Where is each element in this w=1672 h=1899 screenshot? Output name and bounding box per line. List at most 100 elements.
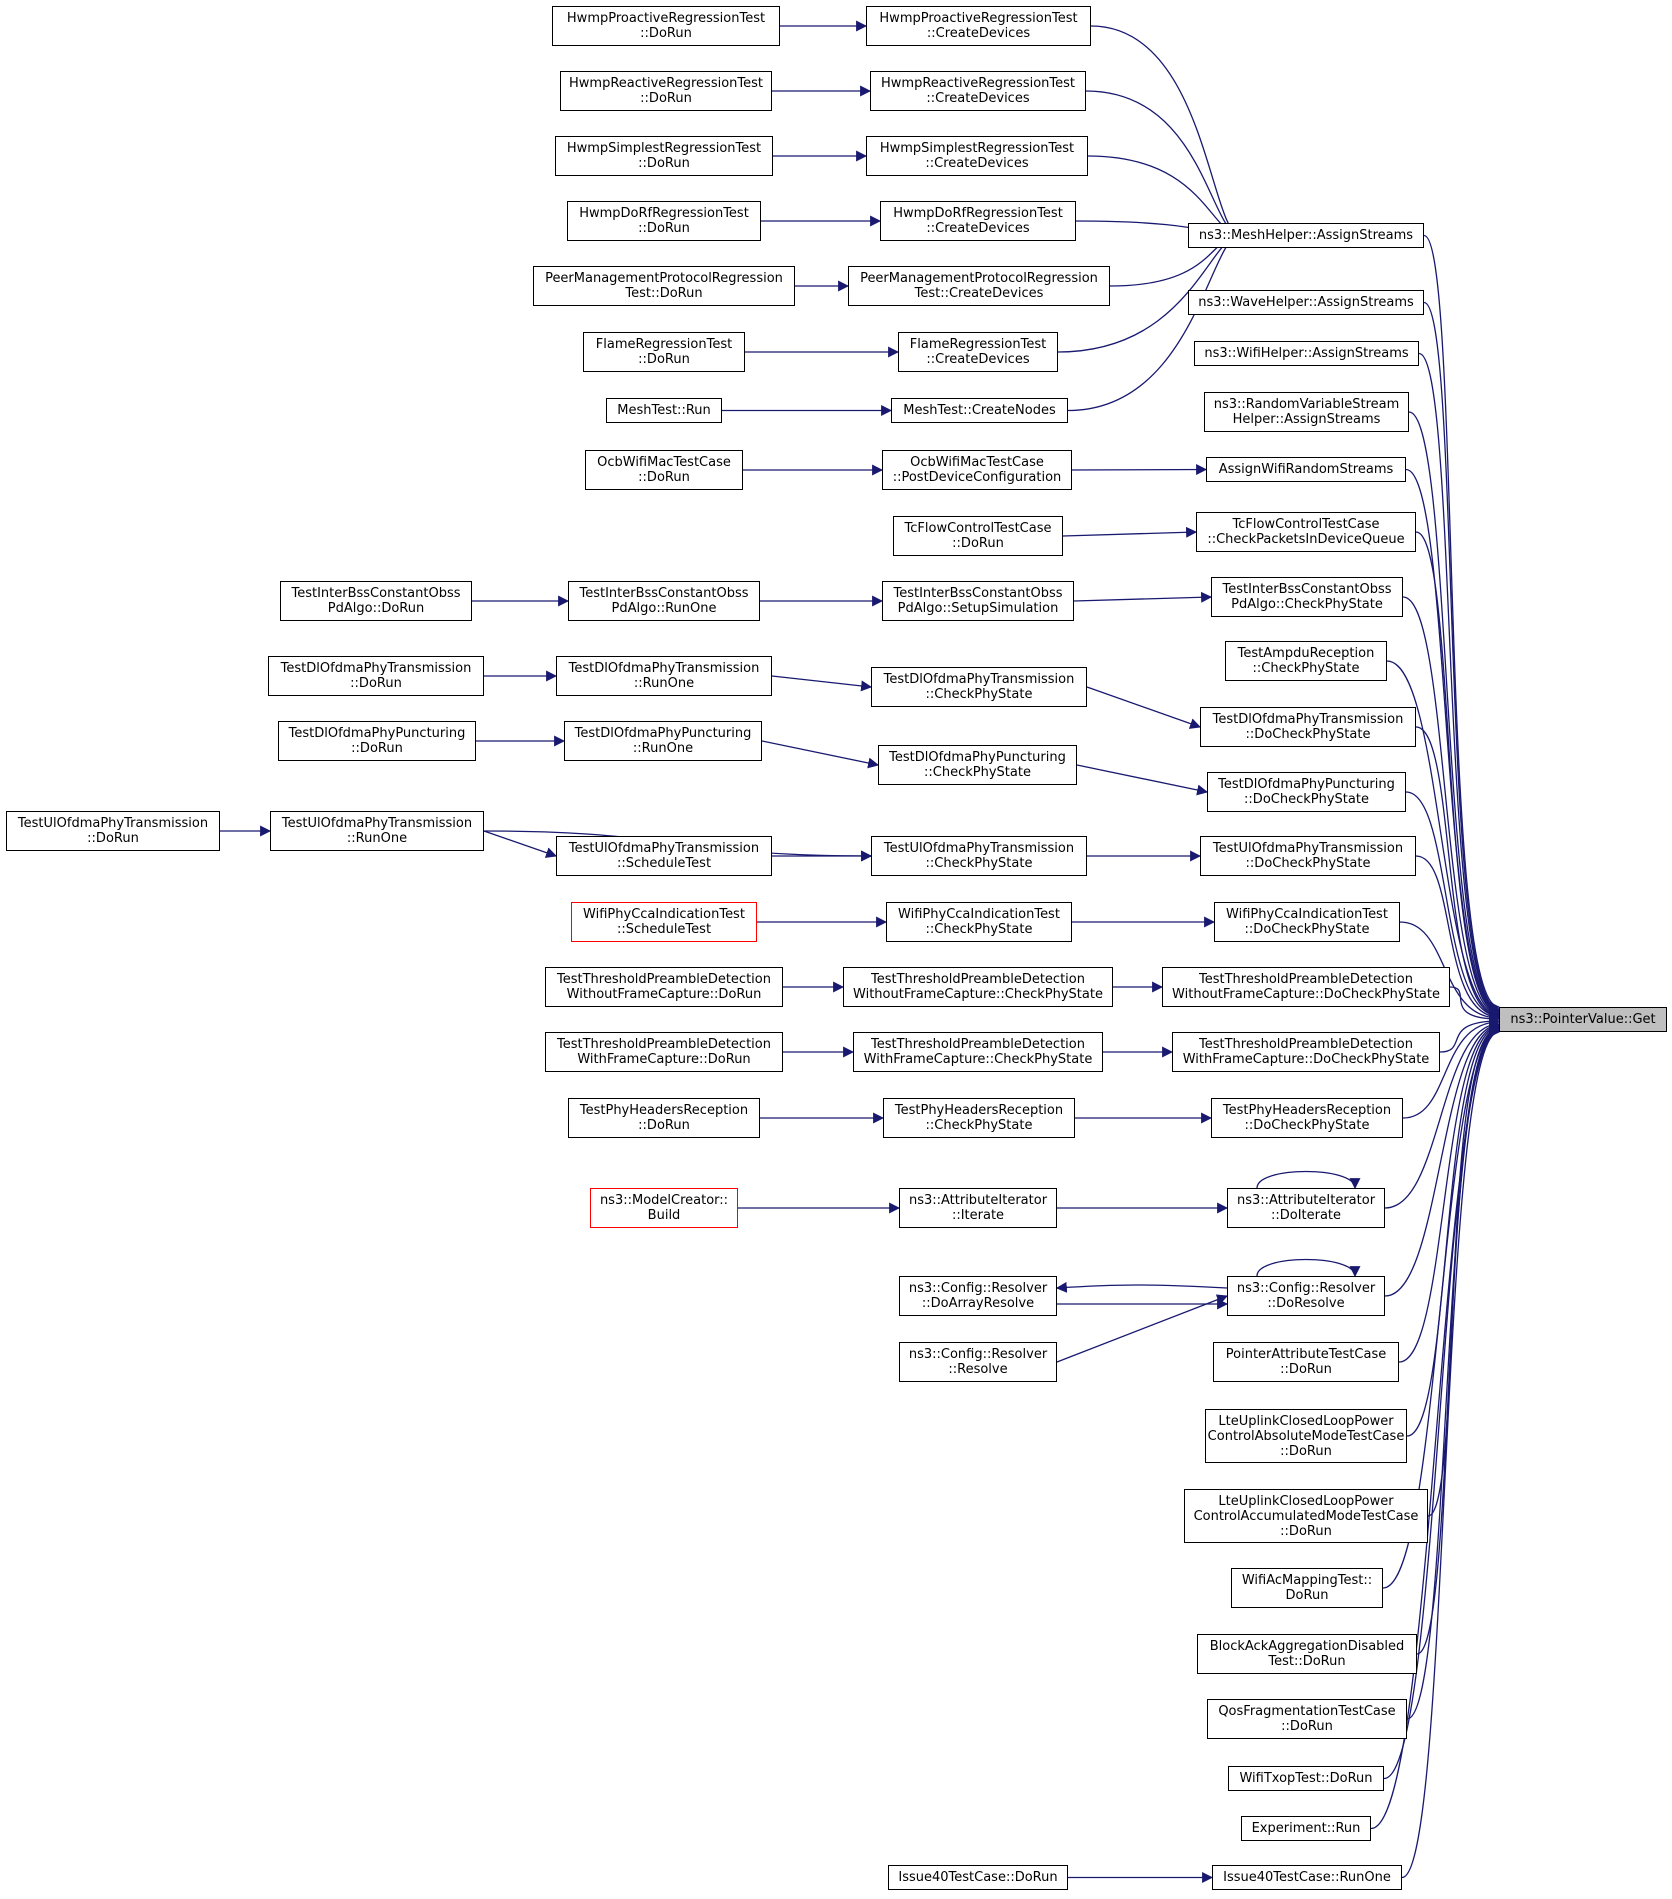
node-hdr-cd[interactable]: HwmpDoRfRegressionTest::CreateDevices bbox=[880, 201, 1076, 241]
node-tph-cps[interactable]: TestPhyHeadersReception::CheckPhyState bbox=[883, 1098, 1075, 1138]
node-i40-dorun[interactable]: Issue40TestCase::DoRun bbox=[888, 1865, 1068, 1890]
node-label-line: ns3::AttributeIterator bbox=[908, 1193, 1048, 1208]
edge-wave_as-to-pv-get bbox=[1423, 301, 1501, 1015]
edge-ai-doiter-self bbox=[1256, 1170, 1361, 1190]
node-tul-dorun[interactable]: TestUlOfdmaPhyTransmission::DoRun bbox=[6, 811, 220, 851]
node-hsr-cd[interactable]: HwmpSimplestRegressionTest::CreateDevice… bbox=[866, 136, 1088, 176]
node-tph-dcps[interactable]: TestPhyHeadersReception::DoCheckPhyState bbox=[1211, 1098, 1403, 1138]
node-label-line: ::DoRun bbox=[1281, 1719, 1333, 1734]
node-ocb-pdc[interactable]: OcbWifiMacTestCase::PostDeviceConfigurat… bbox=[882, 450, 1072, 490]
node-cr-res[interactable]: ns3::Config::Resolver::Resolve bbox=[899, 1342, 1057, 1382]
node-exp[interactable]: Experiment::Run bbox=[1241, 1816, 1371, 1841]
node-label-line: ns3::Config::Resolver bbox=[908, 1281, 1048, 1296]
node-tdl-cps[interactable]: TestDlOfdmaPhyTransmission::CheckPhyStat… bbox=[871, 667, 1087, 707]
node-mc-build[interactable]: ns3::ModelCreator::Build bbox=[590, 1188, 738, 1228]
node-label-line: TestUlOfdmaPhyTransmission bbox=[1212, 841, 1404, 856]
node-label-line: ::DoCheckPhyState bbox=[1244, 922, 1370, 937]
node-ai-iter[interactable]: ns3::AttributeIterator::Iterate bbox=[899, 1188, 1057, 1228]
node-label-line: ::DoRun bbox=[350, 676, 402, 691]
edge-cr-dores-to-cr-dar bbox=[1055, 1281, 1228, 1293]
node-label-line: HwmpReactiveRegressionTest bbox=[569, 76, 763, 91]
node-patc[interactable]: PointerAttributeTestCase::DoRun bbox=[1213, 1342, 1399, 1382]
node-tdp-runone[interactable]: TestDlOfdmaPhyPuncturing::RunOne bbox=[564, 721, 762, 761]
node-label-line: ::CheckPhyState bbox=[925, 922, 1033, 937]
node-wam[interactable]: WifiAcMappingTest::DoRun bbox=[1231, 1568, 1383, 1608]
node-tdl-runone[interactable]: TestDlOfdmaPhyTransmission::RunOne bbox=[556, 656, 772, 696]
edge-mesh_as-to-pv-get bbox=[1423, 234, 1501, 1013]
node-wcca-st[interactable]: WifiPhyCcaIndicationTest::ScheduleTest bbox=[571, 902, 757, 942]
node-wcca-dcps[interactable]: WifiPhyCcaIndicationTest::DoCheckPhyStat… bbox=[1214, 902, 1400, 942]
node-tcf-dorun[interactable]: TcFlowControlTestCase::DoRun bbox=[893, 516, 1063, 556]
node-hsr-dorun[interactable]: HwmpSimplestRegressionTest::DoRun bbox=[555, 136, 773, 176]
node-label-line: ::Iterate bbox=[951, 1208, 1005, 1223]
node-mt-cn[interactable]: MeshTest::CreateNodes bbox=[891, 398, 1068, 423]
node-qft[interactable]: QosFragmentationTestCase::DoRun bbox=[1207, 1699, 1407, 1739]
node-label-line: TestDlOfdmaPhyTransmission bbox=[280, 661, 472, 676]
edge-qft-to-pv-get bbox=[1406, 1024, 1501, 1720]
edge-wifi_as-to-pv-get bbox=[1418, 352, 1501, 1016]
node-label-line: TestUlOfdmaPhyTransmission bbox=[883, 841, 1075, 856]
node-label-line: WithoutFrameCapture::DoCheckPhyState bbox=[1172, 987, 1440, 1002]
node-hrr-dorun[interactable]: HwmpReactiveRegressionTest::DoRun bbox=[560, 71, 772, 111]
node-tar-cps[interactable]: TestAmpduReception::CheckPhyState bbox=[1225, 641, 1387, 681]
node-wifi-as[interactable]: ns3::WifiHelper::AssignStreams bbox=[1194, 341, 1419, 366]
node-mesh-as[interactable]: ns3::MeshHelper::AssignStreams bbox=[1188, 223, 1424, 248]
edge-hpr_cd-to-mesh-as bbox=[1090, 25, 1242, 241]
node-label-line: MeshTest::CreateNodes bbox=[903, 403, 1056, 418]
edge-tib_setup-to-tib_cps bbox=[1073, 591, 1213, 603]
node-fr-cd[interactable]: FlameRegressionTest::CreateDevices bbox=[898, 332, 1058, 372]
node-cr-dar[interactable]: ns3::Config::Resolver::DoArrayResolve bbox=[899, 1276, 1057, 1316]
node-tdl-dcps[interactable]: TestDlOfdmaPhyTransmission::DoCheckPhySt… bbox=[1200, 707, 1416, 747]
node-wave-as[interactable]: ns3::WaveHelper::AssignStreams bbox=[1188, 290, 1424, 315]
node-hpr-cd[interactable]: HwmpProactiveRegressionTest::CreateDevic… bbox=[866, 6, 1091, 46]
node-label-line: ::DoRun bbox=[638, 221, 690, 236]
node-hdr-dorun[interactable]: HwmpDoRfRegressionTest::DoRun bbox=[567, 201, 761, 241]
node-tcf-cpidq[interactable]: TcFlowControlTestCase::CheckPacketsInDev… bbox=[1196, 512, 1416, 552]
node-label-line: PdAlgo::DoRun bbox=[327, 601, 425, 616]
node-i40-runone[interactable]: Issue40TestCase::RunOne bbox=[1212, 1865, 1402, 1890]
node-wtt[interactable]: WifiTxopTest::DoRun bbox=[1228, 1766, 1384, 1791]
node-mt-run[interactable]: MeshTest::Run bbox=[606, 398, 722, 423]
node-ai-doiter[interactable]: ns3::AttributeIterator::DoIterate bbox=[1227, 1188, 1385, 1228]
node-tul-cps[interactable]: TestUlOfdmaPhyTransmission::CheckPhyStat… bbox=[871, 836, 1087, 876]
node-tdp-dcps[interactable]: TestDlOfdmaPhyPuncturing::DoCheckPhyStat… bbox=[1207, 772, 1406, 812]
node-cr-dores[interactable]: ns3::Config::Resolver::DoResolve bbox=[1227, 1276, 1385, 1316]
node-label-line: Issue40TestCase::RunOne bbox=[1223, 1870, 1391, 1885]
node-label-line: PeerManagementProtocolRegression bbox=[545, 271, 783, 286]
node-label-line: ::DoRun bbox=[1280, 1362, 1332, 1377]
node-fr-dorun[interactable]: FlameRegressionTest::DoRun bbox=[583, 332, 745, 372]
node-tdl-dorun[interactable]: TestDlOfdmaPhyTransmission::DoRun bbox=[268, 656, 484, 696]
node-tul-runone[interactable]: TestUlOfdmaPhyTransmission::RunOne bbox=[270, 811, 484, 851]
node-tul-st[interactable]: TestUlOfdmaPhyTransmission::ScheduleTest bbox=[556, 836, 772, 876]
node-wcca-cps[interactable]: WifiPhyCcaIndicationTest::CheckPhyState bbox=[886, 902, 1072, 942]
node-tdp-cps[interactable]: TestDlOfdmaPhyPuncturing::CheckPhyState bbox=[878, 745, 1077, 785]
node-hpr-dorun[interactable]: HwmpProactiveRegressionTest::DoRun bbox=[552, 6, 780, 46]
node-tdp-dorun[interactable]: TestDlOfdmaPhyPuncturing::DoRun bbox=[278, 721, 476, 761]
node-hrr-cd[interactable]: HwmpReactiveRegressionTest::CreateDevice… bbox=[870, 71, 1086, 111]
node-ocb-dorun[interactable]: OcbWifiMacTestCase::DoRun bbox=[585, 450, 743, 490]
node-label-line: TestPhyHeadersReception bbox=[894, 1103, 1064, 1118]
node-tph-dorun[interactable]: TestPhyHeadersReception::DoRun bbox=[568, 1098, 760, 1138]
node-label-line: ::CheckPhyState bbox=[925, 687, 1033, 702]
node-label-line: ::DoRun bbox=[1280, 1443, 1332, 1459]
node-pv-get[interactable]: ns3::PointerValue::Get bbox=[1499, 1007, 1667, 1032]
node-awrs[interactable]: AssignWifiRandomStreams bbox=[1206, 457, 1406, 482]
edge-cr-dores-self bbox=[1256, 1258, 1361, 1278]
node-tul-dcps[interactable]: TestUlOfdmaPhyTransmission::DoCheckPhySt… bbox=[1200, 836, 1416, 876]
